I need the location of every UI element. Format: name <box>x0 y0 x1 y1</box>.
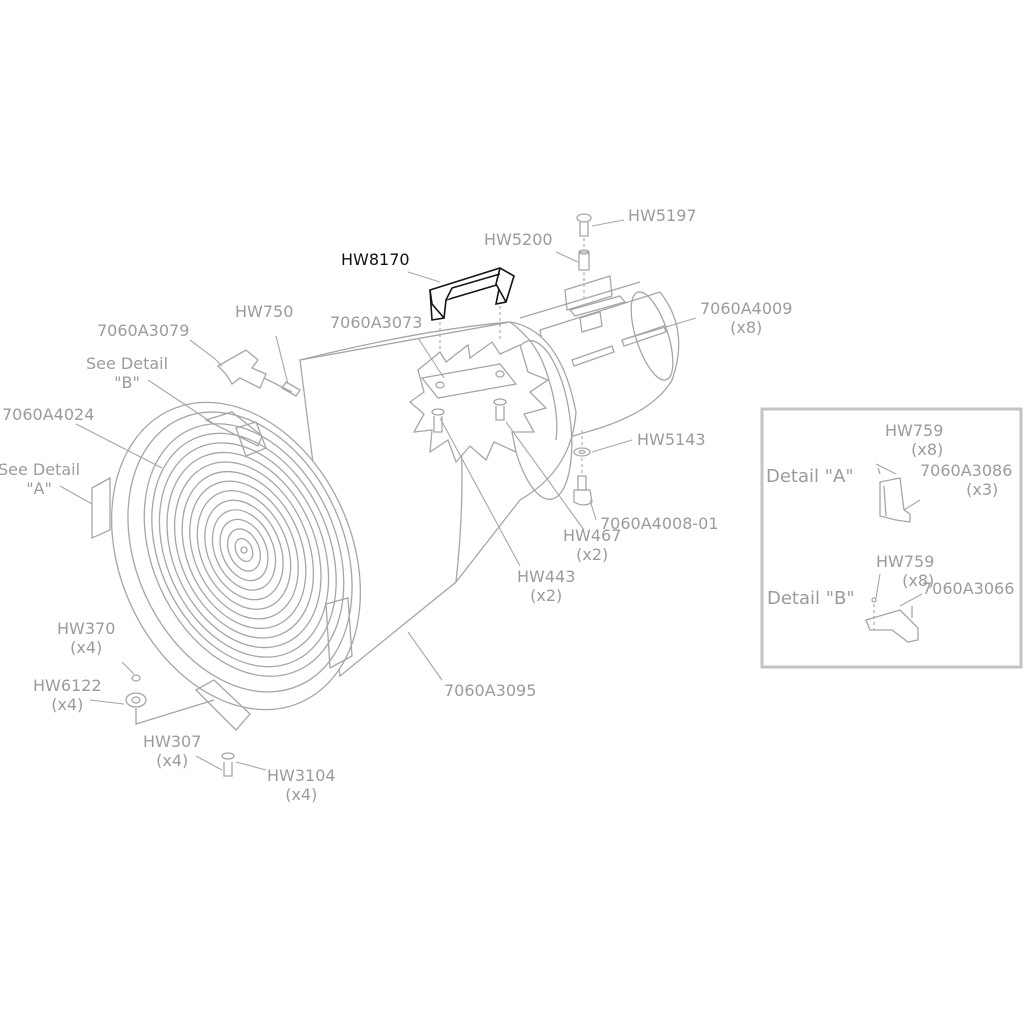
fresnel-ring <box>211 509 277 591</box>
fresnel-ring <box>151 432 337 668</box>
label-hw467: HW467(x2) <box>563 526 622 564</box>
label-7060a4024: 7060A4024 <box>2 405 95 424</box>
fresnel-ring <box>173 461 315 639</box>
detail-a-title: Detail "A" <box>766 466 854 487</box>
lower-hardware <box>125 674 235 777</box>
label-hw307: HW307(x4) <box>143 732 202 770</box>
bracket-7060a3079 <box>216 349 301 397</box>
label-hw370: HW370(x4) <box>57 619 116 657</box>
label-7060a3073: 7060A3073 <box>330 313 423 332</box>
handle-hw8170 <box>429 267 515 321</box>
detail-b-hw759: HW759(x8) <box>876 552 935 590</box>
leader-lines <box>59 219 697 771</box>
fresnel-center <box>240 546 248 554</box>
label-7060a3079: 7060A3079 <box>97 321 190 340</box>
screw-hw5197 <box>576 213 592 271</box>
label-hw443: HW443(x2) <box>517 567 576 605</box>
fresnel-ring <box>143 423 345 677</box>
label-hw3104: HW3104(x4) <box>267 766 336 804</box>
detail-a-hw759: HW759(x8) <box>885 421 944 459</box>
label-7060a4008-01: 7060A4008-01 <box>600 514 719 533</box>
fresnel-ring <box>196 490 292 610</box>
fresnel-ring <box>181 470 307 630</box>
knob-assembly <box>573 447 593 506</box>
label-hw5143: HW5143 <box>637 430 706 449</box>
detail-b-7060a3066: 7060A3066 <box>922 579 1015 598</box>
detail-a-7060a3086: 7060A3086(x3) <box>920 461 1013 499</box>
detail-box <box>760 407 1023 669</box>
fresnel-ring <box>166 451 322 649</box>
fresnel-ring <box>219 518 269 582</box>
front-lens-assembly <box>91 401 362 731</box>
label-hw8170: HW8170 <box>341 250 410 269</box>
label-see-detail-b: See Detail"B" <box>86 354 169 392</box>
label-hw5200: HW5200 <box>484 230 553 249</box>
label-hw5197: HW5197 <box>628 206 697 225</box>
fresnel-ring <box>158 442 330 658</box>
fresnel-ring <box>234 537 254 563</box>
label-7060a4009: 7060A4009(x8) <box>700 299 793 337</box>
label-see-detail-a: See Detail"A" <box>0 460 81 498</box>
fresnel-ring <box>226 528 262 572</box>
fresnel-ring <box>189 480 299 620</box>
detail-b-title: Detail "B" <box>767 588 855 609</box>
fresnel-ring <box>204 499 284 601</box>
label-7060a3095: 7060A3095 <box>444 681 537 700</box>
label-hw750: HW750 <box>235 302 294 321</box>
label-hw6122: HW6122(x4) <box>33 676 102 714</box>
